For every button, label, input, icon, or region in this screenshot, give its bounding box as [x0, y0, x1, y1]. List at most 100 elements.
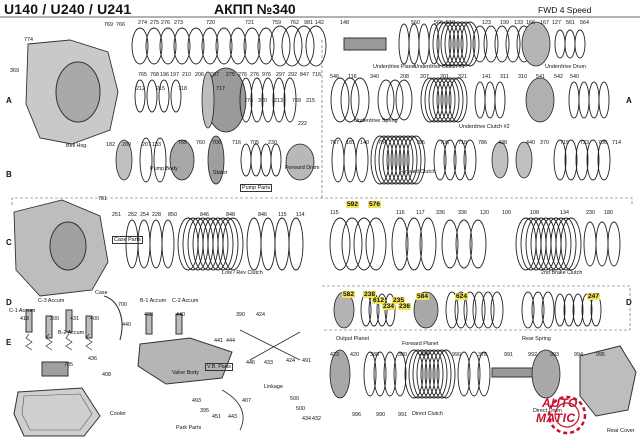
ring — [260, 143, 272, 177]
ring — [137, 219, 151, 269]
callout-vb-parts: V.B. Parts — [205, 363, 233, 371]
section-label-e: E — [6, 338, 12, 347]
automatic-logo: AUTO MATIC — [528, 393, 606, 437]
spring-ring — [377, 79, 395, 121]
ring — [578, 81, 590, 119]
clutch-plate — [212, 217, 234, 271]
part-number-label: 542 — [554, 74, 563, 80]
part-number-label: 228 — [152, 212, 161, 218]
part-number-label: 207 — [210, 72, 219, 78]
callout-forward-planet: Forward Planet — [402, 341, 439, 347]
seal-ring — [170, 79, 182, 113]
part-number-label: 120 — [480, 210, 489, 216]
part-number-label: 768 — [150, 72, 159, 78]
clutch-plate — [207, 217, 229, 271]
part-number-label: 446 — [246, 360, 255, 366]
part-number-label: 431 — [70, 316, 79, 322]
forward-planet — [413, 291, 439, 329]
seal-ring — [261, 77, 275, 123]
clutch-plate — [448, 21, 468, 67]
part-number-label: 996 — [352, 412, 361, 418]
ring — [257, 27, 275, 65]
callout-direct-clutch: Direct Clutch — [412, 411, 443, 417]
ring — [187, 27, 205, 65]
part-number-label: 566 — [434, 20, 443, 26]
highlight-576: 576 — [368, 201, 382, 208]
clutch-plate — [448, 77, 468, 123]
ring — [455, 219, 473, 269]
logo-gear-icon — [547, 395, 587, 435]
clutch-plate — [420, 349, 440, 399]
callout-underdrive-spring: Underdrive Spring — [354, 118, 398, 124]
part-number-label: 993 — [550, 352, 559, 358]
ring — [229, 27, 247, 65]
part-number-label: 167 — [540, 20, 549, 26]
ring — [568, 81, 580, 119]
ring — [472, 25, 488, 63]
part-number-label: 196 — [160, 72, 169, 78]
clutch-plate — [440, 77, 460, 123]
callout-output-planet: Output Planet — [336, 336, 369, 342]
ring — [145, 27, 163, 65]
part-number-label: 180 — [604, 210, 613, 216]
clutch-plate — [217, 217, 239, 271]
part-number-label: 441 — [214, 338, 223, 344]
part-number-label: 721 — [245, 20, 254, 26]
part-number-label: 723 — [580, 140, 589, 146]
highlight-238: 238 — [363, 291, 377, 298]
section-label-d-right: D — [626, 298, 632, 307]
ring — [383, 351, 397, 397]
clutch-plate — [436, 349, 456, 399]
accumulator-spring — [65, 333, 73, 351]
part-number-label: 786 — [478, 140, 487, 146]
clutch-plate — [416, 349, 436, 399]
ring — [477, 351, 491, 397]
part-number-label: 706 — [212, 140, 221, 146]
part-number-label: 123 — [482, 20, 491, 26]
rear-spring — [521, 291, 535, 329]
akpp-number: АКПП №340 — [214, 1, 296, 17]
part-number-label: 714 — [612, 140, 621, 146]
ring — [363, 351, 377, 397]
part-number-label: 769 — [104, 22, 113, 28]
part-number-label: 433 — [264, 360, 273, 366]
accumulator-spring — [85, 333, 93, 351]
part-number-label: 407 — [242, 398, 251, 404]
seal-ring — [146, 79, 158, 113]
ring — [405, 217, 423, 271]
part-number-label: 564 — [580, 20, 589, 26]
ring — [454, 291, 468, 329]
ring — [575, 139, 589, 181]
part-number-label: 541 — [536, 74, 545, 80]
callout-c1-accum: C-1 Accum — [9, 308, 36, 314]
ring — [353, 217, 375, 271]
ring — [494, 25, 510, 63]
part-number-label: 380 — [370, 352, 379, 358]
ring — [360, 293, 372, 327]
ring — [384, 293, 396, 327]
callout-b1-accum: B-1 Accum — [140, 298, 167, 304]
callout-underdrive-planet: Underdrive Planet — [373, 64, 417, 70]
gear-ring — [269, 25, 291, 67]
ring — [463, 291, 477, 329]
part-number-label: 297 — [276, 72, 285, 78]
highlight-235: 235 — [392, 297, 406, 304]
part-number-label: 215 — [156, 86, 165, 92]
clutch-plate — [394, 135, 414, 185]
ring — [270, 143, 282, 177]
part-number-label: 717 — [216, 86, 225, 92]
part-number-label: 311 — [500, 74, 509, 80]
valve-body — [137, 337, 233, 385]
logo-word-matic: MATIC — [536, 411, 576, 425]
part-number-label: 436 — [88, 356, 97, 362]
highlight-584: 584 — [416, 293, 430, 300]
ring — [139, 137, 153, 183]
seal-ring — [158, 79, 170, 113]
ring — [250, 143, 262, 177]
part-number-label: 142 — [315, 20, 324, 26]
ring — [564, 139, 578, 181]
ring — [240, 143, 252, 177]
clutch-plate — [370, 135, 390, 185]
direct-clutch-drum — [329, 349, 351, 399]
seal-ring — [330, 77, 350, 123]
